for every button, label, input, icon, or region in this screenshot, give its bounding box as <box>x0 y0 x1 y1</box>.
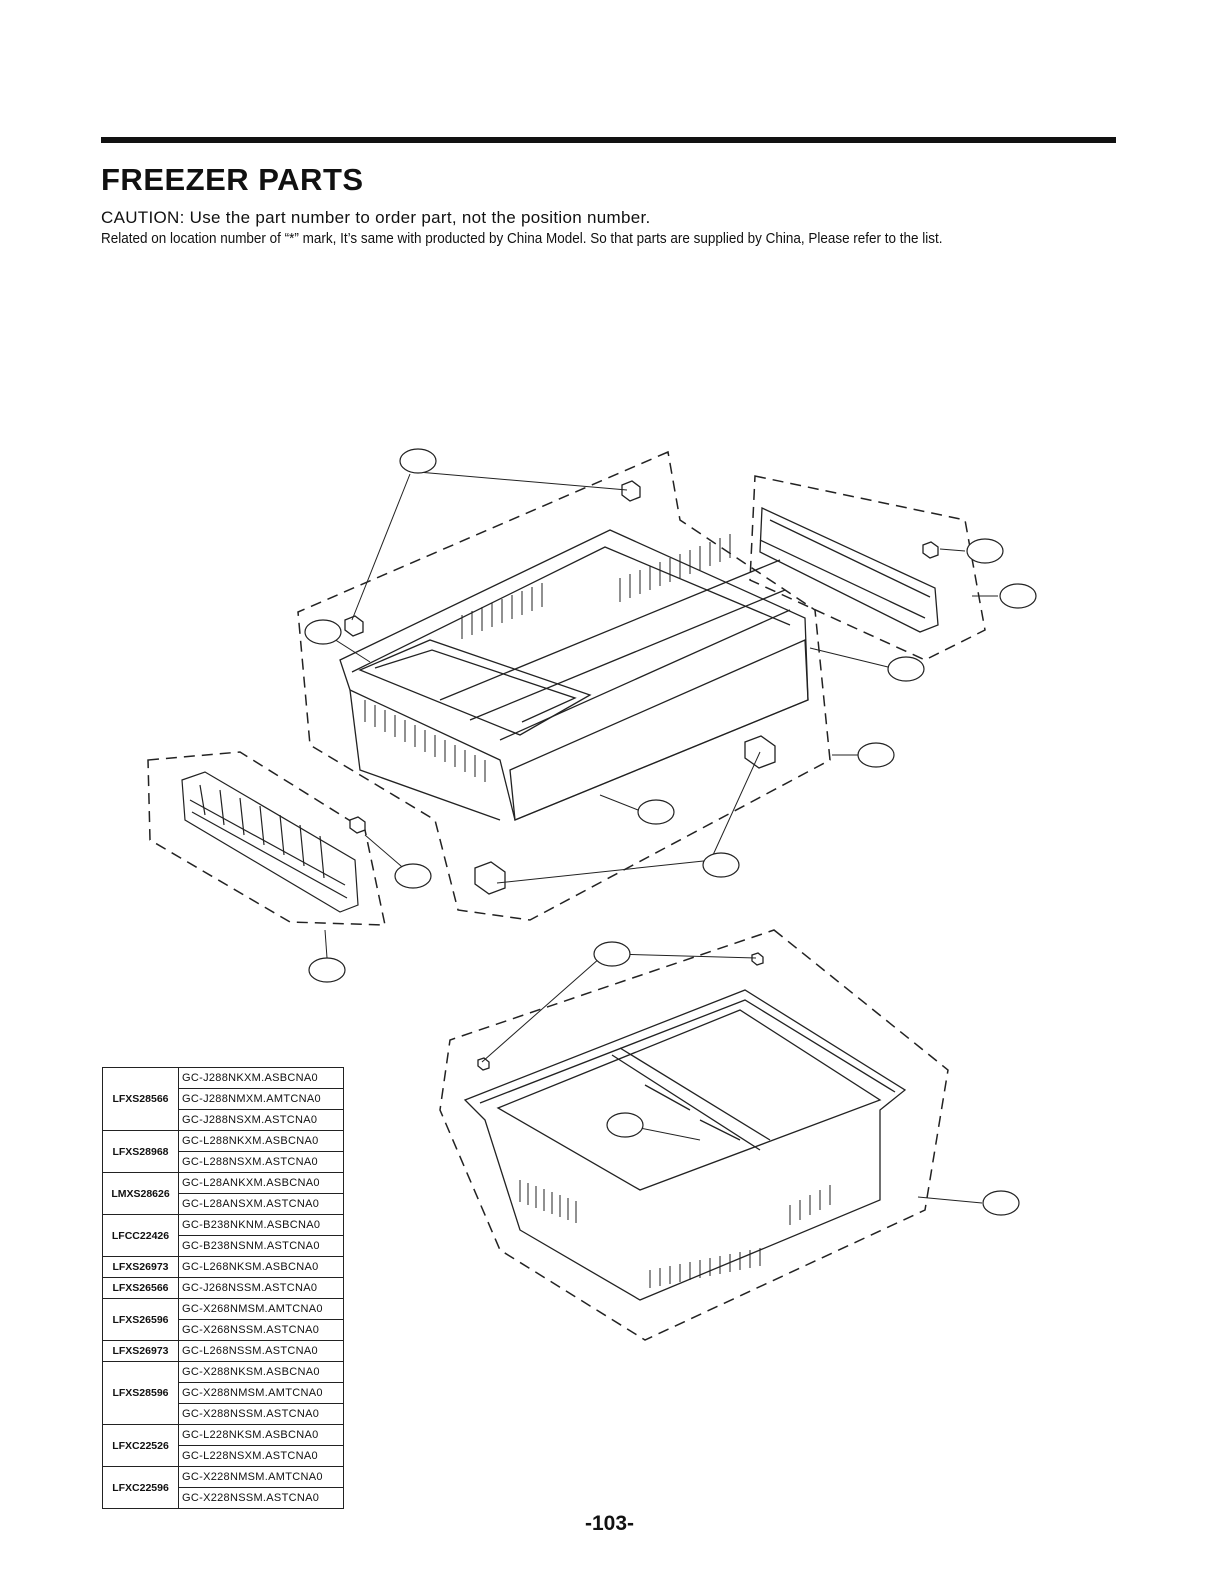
group-outlines <box>147 450 986 1341</box>
upper-drawer-vents <box>364 534 731 782</box>
model-name-cell: LFXC22526 <box>102 1424 179 1467</box>
china-code-cell: GC-L288NSXM.ASTCNA0 <box>178 1151 344 1173</box>
position-callouts <box>304 448 1037 1216</box>
china-code-cell: GC-L228NSXM.ASTCNA0 <box>178 1445 344 1467</box>
china-code-cell: GC-L28ANKXM.ASBCNA0 <box>178 1172 344 1194</box>
lower-basket-vents <box>519 1180 831 1288</box>
callout-circle <box>857 742 895 768</box>
leader-lines <box>322 471 998 1204</box>
china-code-cell: GC-L288NKXM.ASBCNA0 <box>178 1130 344 1152</box>
model-name-cell: LFXS26566 <box>102 1277 179 1299</box>
rear-rail-outline <box>749 475 986 661</box>
table-row: GC-L288NSXM.ASTCNA0 <box>103 1151 344 1173</box>
china-code-cell: GC-J288NKXM.ASBCNA0 <box>178 1067 344 1089</box>
callout-circle <box>999 583 1037 609</box>
model-name-cell: LFXC22596 <box>102 1466 179 1509</box>
drawer-clips <box>344 480 939 895</box>
roller-left <box>474 861 506 895</box>
lower-basket <box>463 952 907 1301</box>
china-code-cell: GC-X288NMSM.AMTCNA0 <box>178 1382 344 1404</box>
china-code-cell: GC-L268NKSM.ASBCNA0 <box>178 1256 344 1278</box>
table-row: GC-X228NSSM.ASTCNA0 <box>103 1487 344 1509</box>
china-code-cell: GC-B238NSNM.ASTCNA0 <box>178 1235 344 1257</box>
callout-circle <box>593 941 631 967</box>
china-code-cell: GC-X228NMSM.AMTCNA0 <box>178 1466 344 1488</box>
model-name-cell: LFXS28566 <box>102 1067 179 1131</box>
clip-rail <box>922 541 939 559</box>
callout-circle <box>394 863 432 889</box>
model-name-cell: LFCC22426 <box>102 1214 179 1257</box>
callout-circle <box>702 852 740 878</box>
table-row: GC-X268NSSM.ASTCNA0 <box>103 1319 344 1341</box>
china-code-cell: GC-B238NKNM.ASBCNA0 <box>178 1214 344 1236</box>
callout-circle <box>304 619 342 645</box>
china-code-cell: GC-X288NKSM.ASBCNA0 <box>178 1361 344 1383</box>
caution-text: CAUTION: Use the part number to order pa… <box>101 208 651 227</box>
china-code-cell: GC-L228NKSM.ASBCNA0 <box>178 1424 344 1446</box>
callout-circle <box>982 1190 1020 1216</box>
callout-circle <box>966 538 1004 564</box>
header-rule <box>101 137 1116 143</box>
page-number: -103- <box>584 1512 635 1535</box>
table-row: GC-X288NSSM.ASTCNA0 <box>103 1403 344 1425</box>
model-name-cell: LFXS26973 <box>102 1340 179 1362</box>
lower-clip-top <box>751 952 764 966</box>
china-code-cell: GC-X268NSSM.ASTCNA0 <box>178 1319 344 1341</box>
china-code-cell: GC-L268NSSM.ASTCNA0 <box>178 1340 344 1362</box>
lower-basket-outline <box>439 929 949 1341</box>
callout-circle <box>399 448 437 474</box>
clip-grille <box>349 816 366 834</box>
china-code-cell: GC-L28ANSXM.ASTCNA0 <box>178 1193 344 1215</box>
china-code-cell: GC-J288NSXM.ASTCNA0 <box>178 1109 344 1131</box>
upper-drawer-outline <box>297 450 831 921</box>
china-code-cell: GC-X268NMSM.AMTCNA0 <box>178 1298 344 1320</box>
clip-left <box>344 615 364 637</box>
front-grille-outline <box>147 751 386 926</box>
front-grille <box>181 771 359 913</box>
china-code-cell: GC-X228NSSM.ASTCNA0 <box>178 1487 344 1509</box>
upper-drawer <box>339 529 809 821</box>
model-name-cell: LMXS28626 <box>102 1172 179 1215</box>
page-title: FREEZER PARTS <box>101 162 364 197</box>
lower-clip-left <box>477 1057 490 1071</box>
callout-circle <box>887 656 925 682</box>
model-name-cell: LFXS26973 <box>102 1256 179 1278</box>
rear-rail <box>759 507 939 633</box>
clip-top <box>621 480 641 502</box>
china-code-cell: GC-J288NMXM.AMTCNA0 <box>178 1088 344 1110</box>
model-name-cell: LFXS28596 <box>102 1361 179 1425</box>
china-model-note: Related on location number of “*” mark, … <box>101 231 943 247</box>
callout-circle <box>308 957 346 983</box>
callout-circle <box>606 1112 644 1138</box>
callout-circle <box>637 799 675 825</box>
model-name-cell: LFXS26596 <box>102 1298 179 1341</box>
china-code-cell: GC-J268NSSM.ASTCNA0 <box>178 1277 344 1299</box>
china-code-cell: GC-X288NSSM.ASTCNA0 <box>178 1403 344 1425</box>
table-row: GC-J288NSXM.ASTCNA0 <box>103 1109 344 1131</box>
model-name-cell: LFXS28968 <box>102 1130 179 1173</box>
